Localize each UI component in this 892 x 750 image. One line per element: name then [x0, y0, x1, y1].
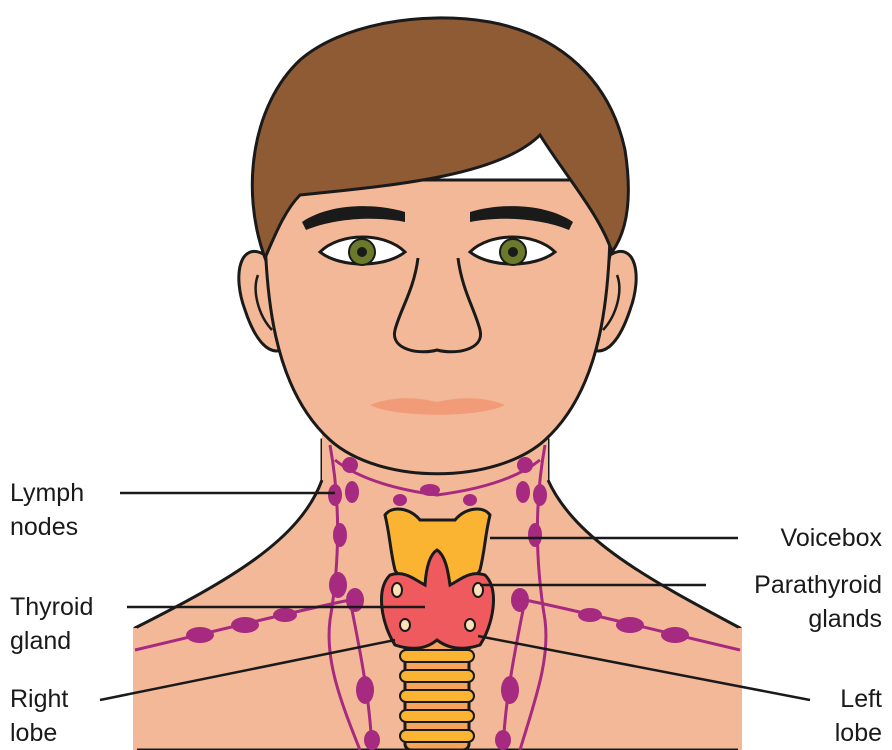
- label-parathyroid-glands: Parathyroid glands: [754, 568, 882, 636]
- label-left-lobe: Left lobe: [835, 682, 882, 750]
- label-right-lobe: Right lobe: [10, 682, 68, 750]
- label-voicebox: Voicebox: [781, 521, 882, 555]
- label-lymph-nodes: Lymph nodes: [10, 476, 84, 544]
- label-thyroid-gland: Thyroid gland: [10, 590, 93, 658]
- trachea: [400, 640, 474, 750]
